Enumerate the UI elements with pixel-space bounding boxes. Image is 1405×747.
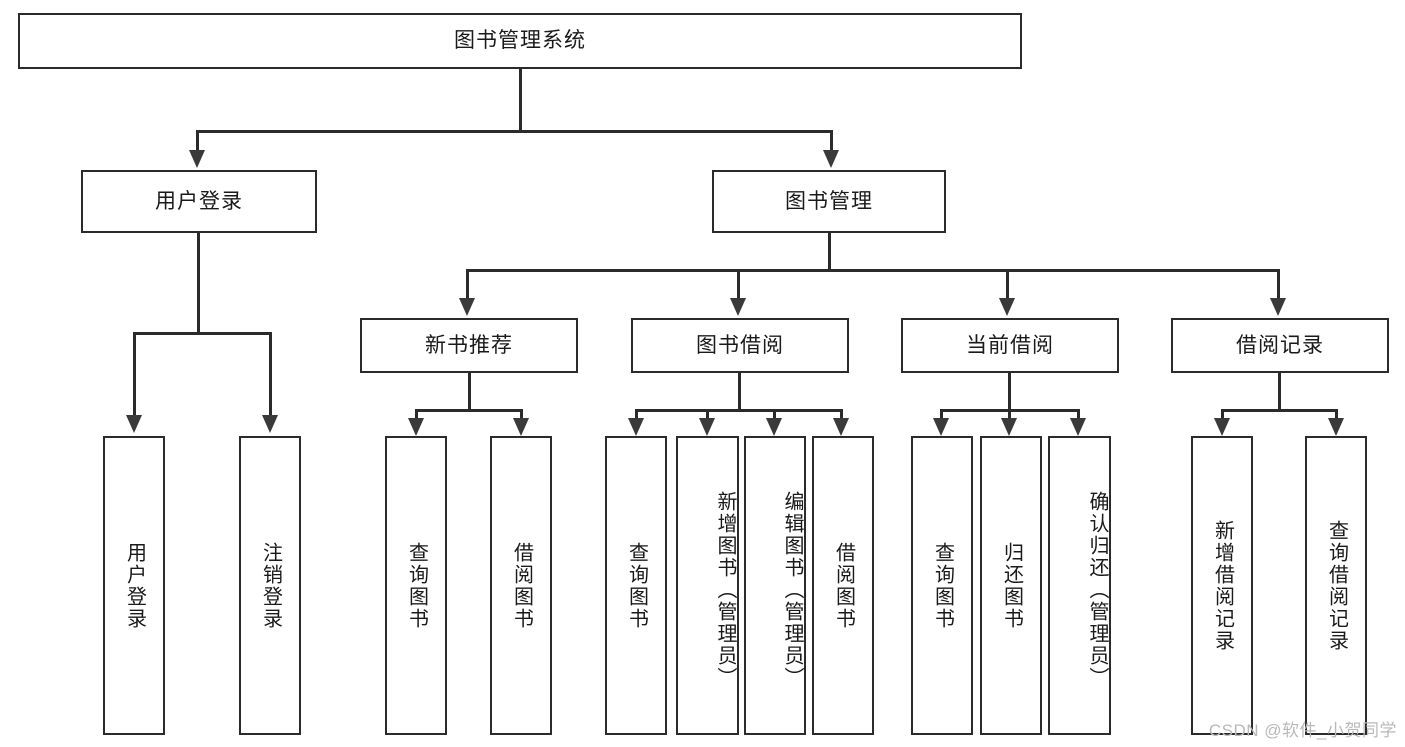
edge-root-stem bbox=[519, 69, 522, 132]
leaf-confirm-return-label: 确认归还（管理员） bbox=[1086, 490, 1108, 689]
arrowhead-leaf-add-book bbox=[699, 418, 715, 436]
leaf-add-book[interactable]: 新增图书（管理员） bbox=[676, 436, 739, 735]
arrowhead-leaf-logout bbox=[262, 415, 278, 433]
leaf-query-book-3-label: 查询图书 bbox=[931, 541, 954, 630]
leaf-logout-label: 注销登录 bbox=[259, 541, 282, 630]
edge-new-book-child-1 bbox=[415, 409, 418, 421]
leaf-query-book-1-label: 查询图书 bbox=[405, 541, 428, 630]
arrowhead-leaf-add-record bbox=[1214, 418, 1230, 436]
arrowhead-book-borrow bbox=[730, 298, 746, 316]
node-book-borrow[interactable]: 图书借阅 bbox=[631, 318, 849, 373]
leaf-query-record[interactable]: 查询借阅记录 bbox=[1305, 436, 1367, 735]
edge-book-manage-to-new-book bbox=[466, 269, 469, 301]
arrowhead-new-book bbox=[459, 298, 475, 316]
node-borrow-record-label: 借阅记录 bbox=[1236, 333, 1324, 357]
leaf-query-book-3[interactable]: 查询图书 bbox=[911, 436, 973, 735]
edge-book-manage-bar bbox=[466, 269, 1280, 272]
arrowhead-current-borrow bbox=[999, 298, 1015, 316]
node-root-system[interactable]: 图书管理系统 bbox=[18, 13, 1022, 69]
edge-root-to-user-login bbox=[196, 130, 199, 154]
arrowhead-leaf-query-book-2 bbox=[628, 418, 644, 436]
node-new-book[interactable]: 新书推荐 bbox=[360, 318, 578, 373]
node-user-login[interactable]: 用户登录 bbox=[81, 170, 317, 233]
edge-borrow-record-bar bbox=[1221, 409, 1338, 412]
leaf-query-record-label: 查询借阅记录 bbox=[1325, 519, 1348, 652]
leaf-query-book-2-label: 查询图书 bbox=[625, 541, 648, 630]
leaf-user-login-label: 用户登录 bbox=[123, 541, 146, 630]
edge-book-borrow-bar bbox=[635, 409, 843, 412]
leaf-user-login[interactable]: 用户登录 bbox=[103, 436, 165, 735]
edge-current-borrow-stem bbox=[1008, 373, 1011, 411]
edge-borrow-record-child-2 bbox=[1335, 409, 1338, 421]
node-current-borrow[interactable]: 当前借阅 bbox=[901, 318, 1119, 373]
edge-user-login-child-2 bbox=[269, 332, 272, 418]
edge-book-borrow-stem bbox=[738, 373, 741, 411]
arrowhead-user-login bbox=[189, 150, 205, 168]
edge-user-login-bar bbox=[133, 332, 272, 335]
watermark: CSDN @软件_小贺同学 bbox=[1208, 721, 1397, 740]
arrowhead-leaf-confirm-return bbox=[1070, 418, 1086, 436]
edge-new-book-child-2 bbox=[520, 409, 523, 421]
arrowhead-leaf-edit-book bbox=[766, 418, 782, 436]
edge-current-borrow-child-3 bbox=[1077, 409, 1080, 421]
edge-book-manage-to-book-borrow bbox=[737, 269, 740, 301]
arrowhead-leaf-user-login bbox=[126, 415, 142, 433]
edge-book-borrow-child-2 bbox=[706, 409, 709, 421]
edge-current-borrow-child-1 bbox=[940, 409, 943, 421]
leaf-add-record[interactable]: 新增借阅记录 bbox=[1191, 436, 1253, 735]
edge-book-borrow-child-4 bbox=[840, 409, 843, 421]
leaf-borrow-book-1[interactable]: 借阅图书 bbox=[490, 436, 552, 735]
leaf-return-book[interactable]: 归还图书 bbox=[980, 436, 1042, 735]
node-new-book-label: 新书推荐 bbox=[425, 333, 513, 357]
leaf-borrow-book-1-label: 借阅图书 bbox=[510, 541, 533, 630]
edge-current-borrow-child-2 bbox=[1008, 409, 1011, 421]
leaf-borrow-book-2[interactable]: 借阅图书 bbox=[812, 436, 874, 735]
arrowhead-leaf-query-record bbox=[1328, 418, 1344, 436]
arrowhead-borrow-record bbox=[1270, 298, 1286, 316]
arrowhead-leaf-query-book-3 bbox=[933, 418, 949, 436]
leaf-query-book-1[interactable]: 查询图书 bbox=[385, 436, 447, 735]
edge-book-borrow-child-1 bbox=[635, 409, 638, 421]
edge-book-manage-to-borrow-record bbox=[1277, 269, 1280, 301]
leaf-edit-book-label: 编辑图书（管理员） bbox=[781, 490, 803, 689]
node-book-borrow-label: 图书借阅 bbox=[696, 333, 784, 357]
edge-book-manage-stem bbox=[828, 233, 831, 271]
edge-user-login-stem bbox=[197, 233, 200, 334]
node-current-borrow-label: 当前借阅 bbox=[966, 333, 1054, 357]
arrowhead-leaf-borrow-book-1 bbox=[513, 418, 529, 436]
edge-book-manage-to-current-borrow bbox=[1006, 269, 1009, 301]
node-borrow-record[interactable]: 借阅记录 bbox=[1171, 318, 1389, 373]
arrowhead-leaf-borrow-book-2 bbox=[833, 418, 849, 436]
arrowhead-leaf-return-book bbox=[1001, 418, 1017, 436]
leaf-logout[interactable]: 注销登录 bbox=[239, 436, 301, 735]
node-book-manage-label: 图书管理 bbox=[785, 189, 873, 213]
leaf-query-book-2[interactable]: 查询图书 bbox=[605, 436, 667, 735]
leaf-edit-book[interactable]: 编辑图书（管理员） bbox=[744, 436, 806, 735]
edge-borrow-record-child-1 bbox=[1221, 409, 1224, 421]
edge-new-book-bar bbox=[415, 409, 523, 412]
leaf-return-book-label: 归还图书 bbox=[1000, 541, 1023, 630]
leaf-add-record-label: 新增借阅记录 bbox=[1211, 519, 1234, 652]
edge-root-bar bbox=[196, 130, 833, 133]
arrowhead-leaf-query-book-1 bbox=[408, 418, 424, 436]
node-user-login-label: 用户登录 bbox=[155, 189, 243, 213]
node-book-manage[interactable]: 图书管理 bbox=[712, 170, 946, 233]
leaf-borrow-book-2-label: 借阅图书 bbox=[832, 541, 855, 630]
edge-user-login-child-1 bbox=[133, 332, 136, 418]
node-root-system-label: 图书管理系统 bbox=[454, 29, 586, 53]
edge-new-book-stem bbox=[468, 373, 471, 411]
arrowhead-book-manage bbox=[823, 150, 839, 168]
edge-root-to-book-manage bbox=[830, 130, 833, 154]
edge-book-borrow-child-3 bbox=[773, 409, 776, 421]
edge-borrow-record-stem bbox=[1278, 373, 1281, 411]
leaf-confirm-return[interactable]: 确认归还（管理员） bbox=[1048, 436, 1111, 735]
leaf-add-book-label: 新增图书（管理员） bbox=[714, 490, 736, 689]
